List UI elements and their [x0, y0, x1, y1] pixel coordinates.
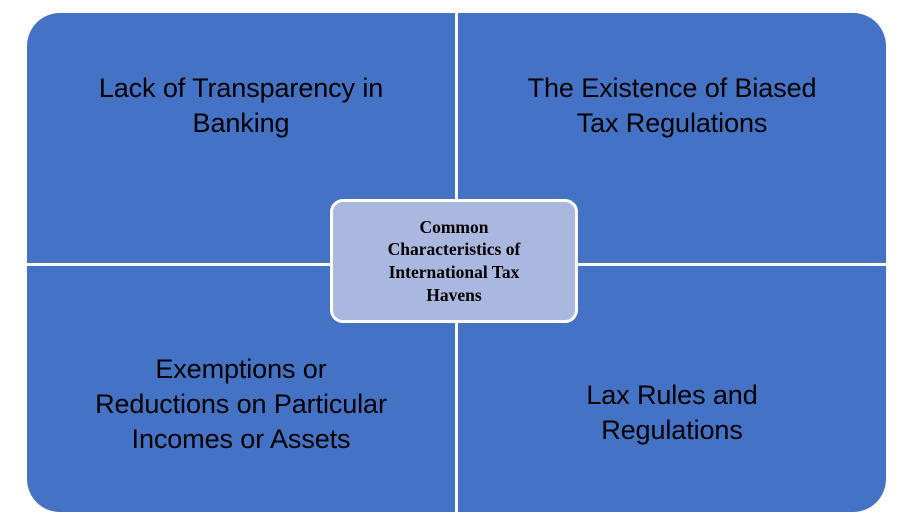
center-topic-label: Common Characteristics of International … — [387, 216, 521, 305]
divider-vertical-bottom — [455, 266, 458, 512]
quadrant-bottom-right-label: Lax Rules and Regulations — [586, 380, 758, 446]
center-topic-box[interactable]: Common Characteristics of International … — [330, 199, 578, 323]
divider-vertical-top — [455, 13, 458, 263]
quadrant-top-right-label: The Existence of Biased Tax Regulations — [527, 73, 817, 139]
quadrant-top-left[interactable]: Lack of Transparency in Banking — [27, 13, 455, 263]
quadrant-bottom-left[interactable]: Exemptions or Reductions on Particular I… — [27, 266, 455, 512]
quadrant-top-left-label: Lack of Transparency in Banking — [98, 73, 384, 139]
divider-horizontal-left — [27, 263, 455, 266]
quadrant-bottom-left-label: Exemptions or Reductions on Particular I… — [95, 354, 387, 455]
divider-horizontal-right — [458, 263, 886, 266]
